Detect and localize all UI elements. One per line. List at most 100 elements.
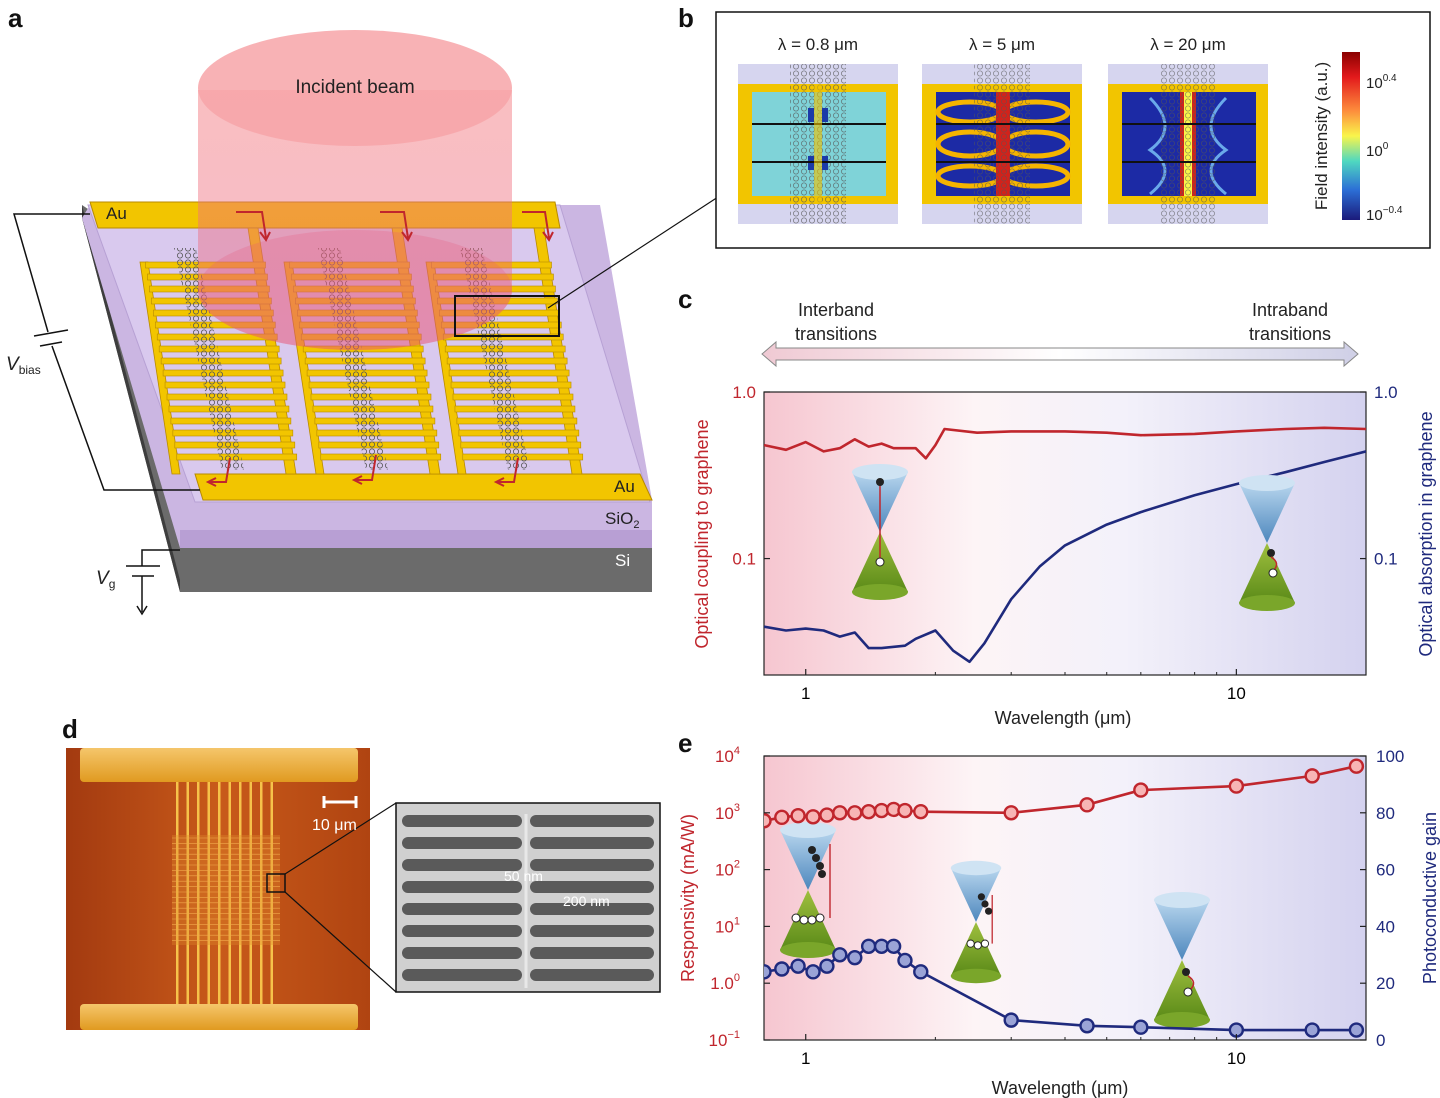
- gain-point: [1079, 1018, 1095, 1034]
- gain-point: [860, 938, 877, 954]
- e-y-left-tick-label: 104: [715, 745, 740, 766]
- plot-area-e: [763, 755, 1367, 1041]
- intraband-label-2: transitions: [1249, 324, 1331, 344]
- vg-label: Vg: [96, 568, 115, 591]
- gain-point: [913, 964, 929, 980]
- absorption-line: [764, 450, 1366, 664]
- coupling-line: [764, 426, 1366, 460]
- beam-label: Incident beam: [295, 77, 414, 98]
- sem-finger: [530, 925, 654, 937]
- electrode-finger: [160, 357, 282, 365]
- field-map-20um: [1108, 64, 1268, 224]
- responsivity-point: [774, 809, 790, 826]
- device-finger: [186, 782, 189, 1004]
- colorbar-tick-bottom: 10−0.4: [1366, 205, 1403, 224]
- gain-point: [819, 958, 835, 974]
- device-fingers: [172, 782, 280, 1004]
- field-map-5um: [922, 64, 1082, 224]
- panel-b-field-maps: λ = 0.8 μm λ = 5 μm λ = 20 μm: [715, 11, 1431, 249]
- sem-finger: [530, 947, 654, 959]
- gain-cone-2: [950, 860, 1002, 984]
- c-y-right-label: Optical absorption in graphene: [1416, 411, 1436, 656]
- panel-letter-d: d: [62, 714, 78, 744]
- gain-point: [764, 964, 772, 980]
- responsivity-point: [819, 807, 835, 823]
- au-top-label: Au: [106, 204, 127, 223]
- si-label: Si: [615, 551, 630, 570]
- e-y-left-tick-label: 10−1: [709, 1029, 740, 1050]
- d-zoom-box: [266, 873, 286, 893]
- responsivity-point: [764, 813, 772, 829]
- panel-letter-e: e: [678, 728, 692, 758]
- gain-point: [1003, 1012, 1019, 1028]
- au-bottom-label: Au: [614, 477, 635, 496]
- device-finger: [239, 782, 242, 1004]
- device-finger: [207, 782, 210, 1004]
- colorbar-label: Field intensity (a.u.): [1312, 62, 1331, 210]
- transition-arrow: [761, 340, 1359, 368]
- sem-finger: [530, 969, 654, 981]
- e-y-right-tick-label: 100: [1376, 747, 1404, 766]
- panel-d-micrograph: 10 μm 50 nm 200 nm: [66, 748, 661, 1030]
- top-pad: [80, 748, 358, 782]
- e-y-right-tick-label: 20: [1376, 974, 1395, 993]
- sem-finger: [402, 837, 522, 849]
- electrode-finger: [444, 345, 566, 353]
- colorbar-tick-mid: 100: [1366, 141, 1389, 160]
- e-y-left-tick-label: 1.00: [710, 972, 740, 993]
- sem-label-200nm: 200 nm: [563, 893, 610, 909]
- electrode-finger: [446, 357, 568, 365]
- c-y-left-tick-label: 1.0: [732, 383, 756, 402]
- active-area: [172, 835, 280, 945]
- c-x-tick-label: 10: [1227, 684, 1246, 703]
- e-y-right-tick-label: 0: [1376, 1031, 1385, 1050]
- incident-beam: [198, 30, 512, 350]
- gain-point: [1133, 1019, 1149, 1035]
- gain-point: [790, 958, 806, 974]
- field-map-title-1: λ = 0.8 μm: [778, 35, 858, 54]
- panel-letter-a: a: [8, 3, 23, 33]
- field-map-title-2: λ = 5 μm: [969, 35, 1035, 54]
- c-y-left-tick-label: 0.1: [732, 550, 756, 569]
- sem-finger: [530, 837, 654, 849]
- interband-label-1: Interband: [798, 300, 874, 320]
- sem-label-50nm: 50 nm: [504, 868, 543, 884]
- responsivity-point: [847, 805, 863, 821]
- electrode-finger: [158, 345, 280, 353]
- responsivity-point: [1348, 758, 1365, 774]
- gain-point: [832, 947, 848, 963]
- interband-label-2: transitions: [795, 324, 877, 344]
- bottom-pad: [80, 1004, 358, 1030]
- zoom-box: [454, 295, 560, 337]
- e-y-left-tick-label: 101: [715, 915, 740, 936]
- panel-a-device: Incident beam Au Au SiO2 Si: [6, 30, 719, 616]
- responsivity-point: [805, 809, 821, 825]
- gain-point: [805, 964, 821, 980]
- gain-point: [847, 949, 863, 966]
- c-y-left-label: Optical coupling to graphene: [692, 419, 712, 648]
- gain-cone-1: [780, 822, 836, 958]
- zoom-line: [547, 196, 719, 309]
- vbias-label: Vbias: [6, 354, 41, 377]
- e-x-tick-label: 10: [1227, 1049, 1246, 1068]
- device-finger: [270, 782, 273, 1004]
- panel-letter-b: b: [678, 3, 694, 33]
- c-y-right-tick-label: 1.0: [1374, 383, 1398, 402]
- sem-finger: [530, 859, 654, 871]
- responsivity-point: [832, 805, 848, 821]
- c-x-axis-label: Wavelength (μm): [995, 708, 1132, 728]
- colorbar-tick-top: 100.4: [1366, 73, 1397, 92]
- intraband-cone: [1239, 475, 1295, 611]
- device-finger: [218, 782, 221, 1004]
- sem-finger: [402, 969, 522, 981]
- e-y-right-tick-label: 40: [1376, 917, 1395, 936]
- sem-finger: [402, 925, 522, 937]
- scale-bar-label: 10 μm: [312, 817, 357, 834]
- interband-cone: [852, 464, 908, 600]
- intraband-label-1: Intraband: [1252, 300, 1328, 320]
- gain-point: [1348, 1022, 1365, 1038]
- device-finger: [228, 782, 231, 1004]
- sem-finger: [402, 815, 522, 827]
- sem-inset: [395, 802, 661, 993]
